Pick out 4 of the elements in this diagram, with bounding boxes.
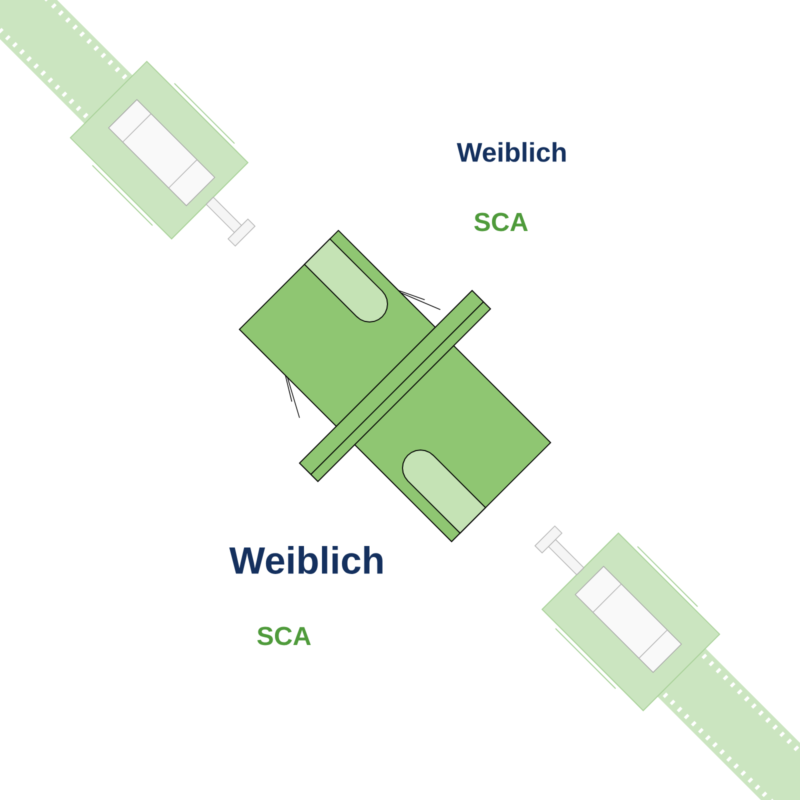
label-text: Weiblich (456, 142, 566, 162)
label-text: SCA (257, 626, 311, 646)
label-text: SCA (474, 212, 528, 232)
label-text: Weiblich (229, 546, 382, 574)
